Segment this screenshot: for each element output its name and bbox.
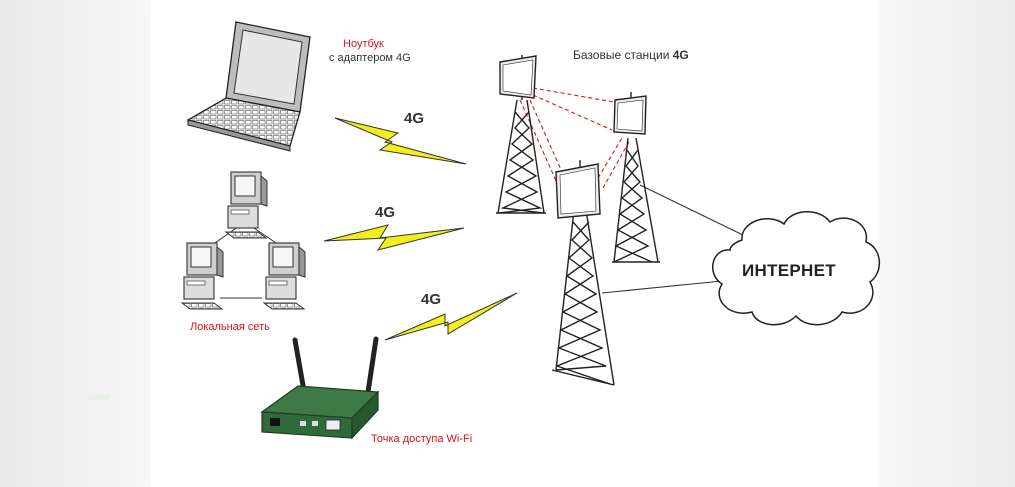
base-stations-text: Базовые станции [573,48,670,62]
link-label-mid: 4G [375,204,396,221]
link-label-bottom: 4G [421,291,442,308]
lightning-bolt-icon [323,224,465,251]
internet-links [601,184,746,294]
cell-tower-icon [496,55,546,214]
lightning-bolt-icon [384,292,518,341]
cloud-icon [712,211,880,326]
desktop-computer-icon [181,242,224,310]
laptop-label-line2: с адаптером 4G [329,52,411,64]
desktop-computer-icon [225,171,268,239]
wifi-label: Точка доступа Wi-Fi [371,433,473,445]
cell-tower-icon [612,92,660,263]
lightning-bolt-icon [334,117,467,165]
base-stations-label: Базовые станции 4G [573,49,689,62]
cell-tower-icon [551,160,615,386]
internet-label: ИНТЕРНЕТ [742,261,836,280]
radio-links [519,87,631,189]
link-label-top: 4G [404,110,425,127]
desktop-computer-icon [263,242,306,310]
laptop-label-line1: Ноутбук [343,38,384,50]
base-stations-suffix: 4G [672,48,689,62]
laptop-icon [186,21,311,152]
wifi-router-icon [87,336,380,440]
lan-label: Локальная сеть [190,321,270,333]
